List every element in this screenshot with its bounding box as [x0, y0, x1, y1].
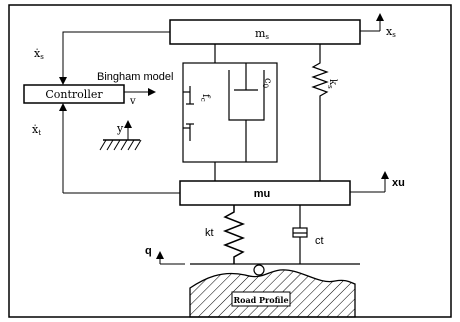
ground-reference — [99, 139, 142, 151]
tire-damper — [292, 205, 308, 264]
control-signal-label: v — [129, 96, 136, 107]
bingham-model-frame — [182, 62, 278, 163]
friction-element — [183, 86, 194, 141]
figure-frame — [8, 4, 452, 318]
controller-block — [23, 84, 125, 104]
road-profile-label-box — [231, 291, 291, 307]
sprung-displacement-label: xs — [386, 25, 396, 39]
sprung-velocity-feedback-line — [59, 31, 170, 85]
unsprung-mass-block — [179, 180, 351, 206]
tire-stiffness-label: kt — [205, 227, 214, 239]
road-input-label: q — [145, 245, 152, 257]
unsprung-displacement-label: xu — [392, 177, 405, 189]
viscous-damper — [228, 63, 265, 162]
unsprung-mass-label: mu — [254, 188, 271, 200]
sprung-mass-label: ms — [255, 27, 269, 41]
controller-label: Controller — [45, 88, 103, 101]
tire-spring — [222, 205, 246, 264]
y-axis-label: y — [116, 122, 124, 135]
unsprung-velocity-label: ẋt — [32, 123, 41, 137]
tire-contact-point — [253, 264, 265, 276]
road-profile-label: Road Profile — [233, 295, 288, 305]
damping-label: c0 — [261, 78, 273, 88]
suspension-spring — [311, 44, 329, 181]
friction-label: fc — [199, 94, 211, 102]
sprung-velocity-label: ẋs — [34, 47, 44, 61]
tire-damping-label: ct — [315, 235, 324, 247]
bingham-model-label: Bingham model — [97, 71, 173, 83]
suspension-stiffness-label: ks — [326, 79, 338, 89]
